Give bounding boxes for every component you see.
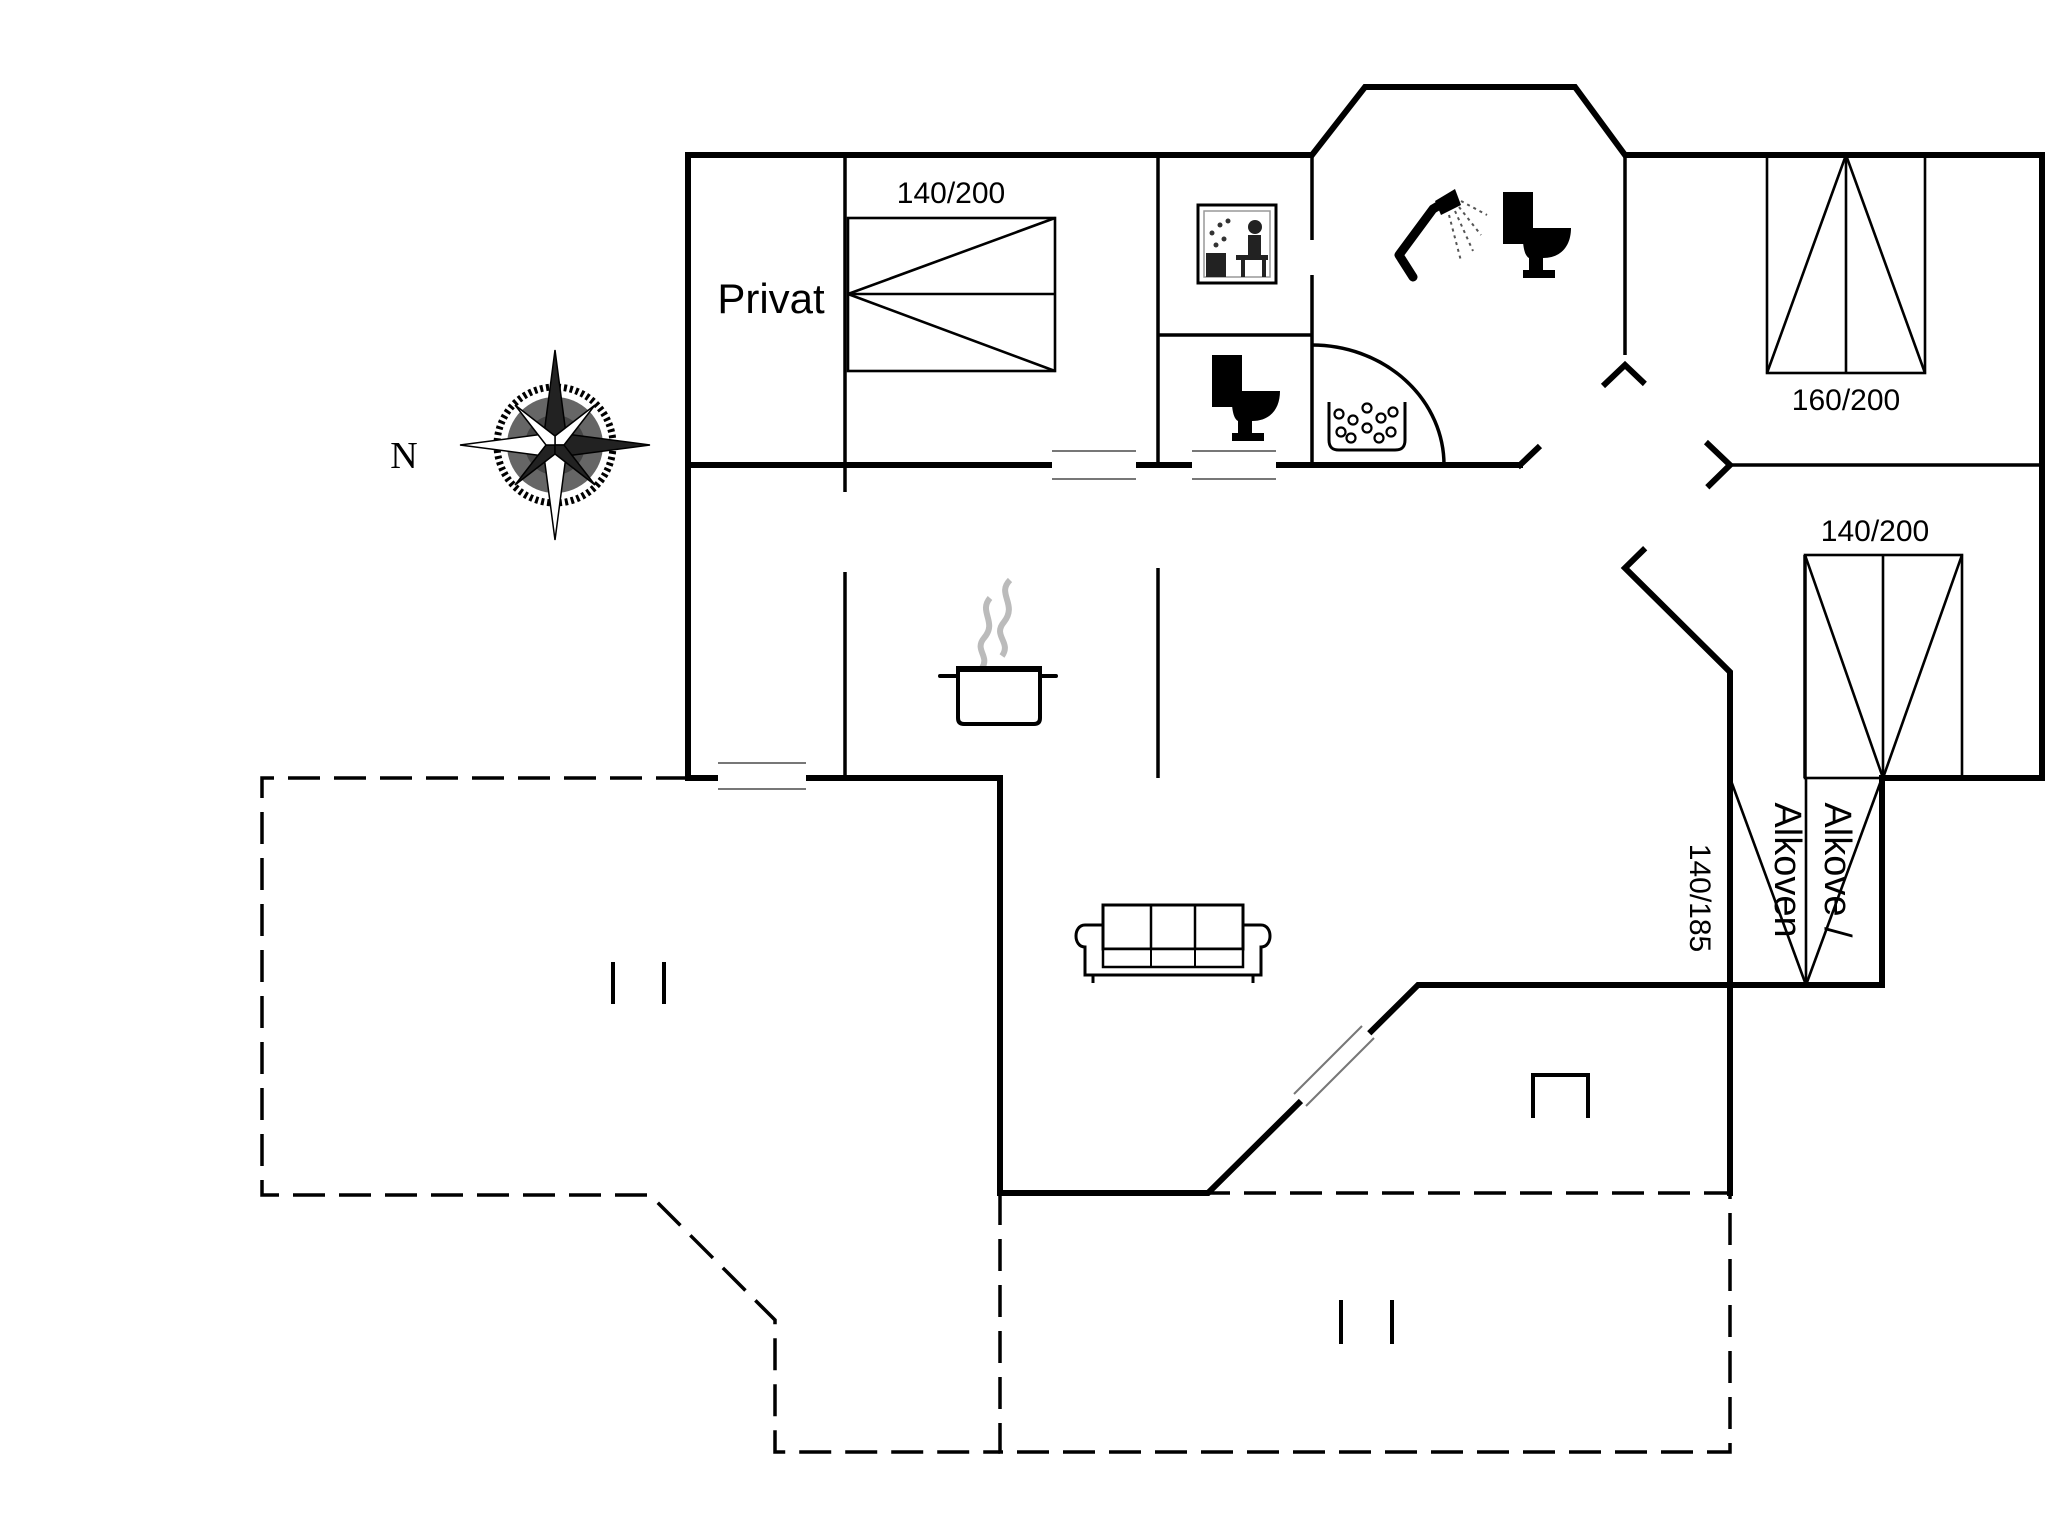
terrace-icon — [1339, 1300, 1394, 1344]
openings — [718, 380, 1714, 1107]
north-label: N — [390, 435, 417, 477]
sofa-icon — [1074, 903, 1272, 983]
compass-rose-icon — [459, 349, 651, 541]
toilet-icon — [1503, 192, 1571, 278]
bed-privat — [846, 216, 1057, 373]
sauna-icon — [1196, 203, 1278, 285]
alcove-label-1: Alkove / — [1816, 802, 1858, 938]
jacuzzi-icon — [1327, 402, 1407, 452]
cooking-pot-icon — [938, 577, 1058, 726]
bed-alcove — [1728, 777, 1884, 986]
bed-label-privat: 140/200 — [897, 177, 1005, 210]
room-label-privat: Privat — [717, 275, 825, 322]
grill-icon — [1531, 1073, 1590, 1118]
terrace-outline — [260, 776, 1732, 1454]
terrace-icon — [611, 962, 666, 1004]
bed-label-alcove: 140/185 — [1683, 844, 1716, 952]
bed-label-east: 140/200 — [1821, 515, 1929, 548]
exterior-walls — [685, 84, 2045, 1196]
shower-icon — [1394, 189, 1488, 282]
toilet-icon — [1212, 355, 1280, 441]
bed-ne — [1765, 153, 1927, 375]
bed-label-ne: 160/200 — [1792, 384, 1900, 417]
interior-walls — [843, 155, 2042, 985]
alcove-label-2: Alkoven — [1766, 802, 1808, 937]
bed-east — [1803, 553, 1964, 780]
